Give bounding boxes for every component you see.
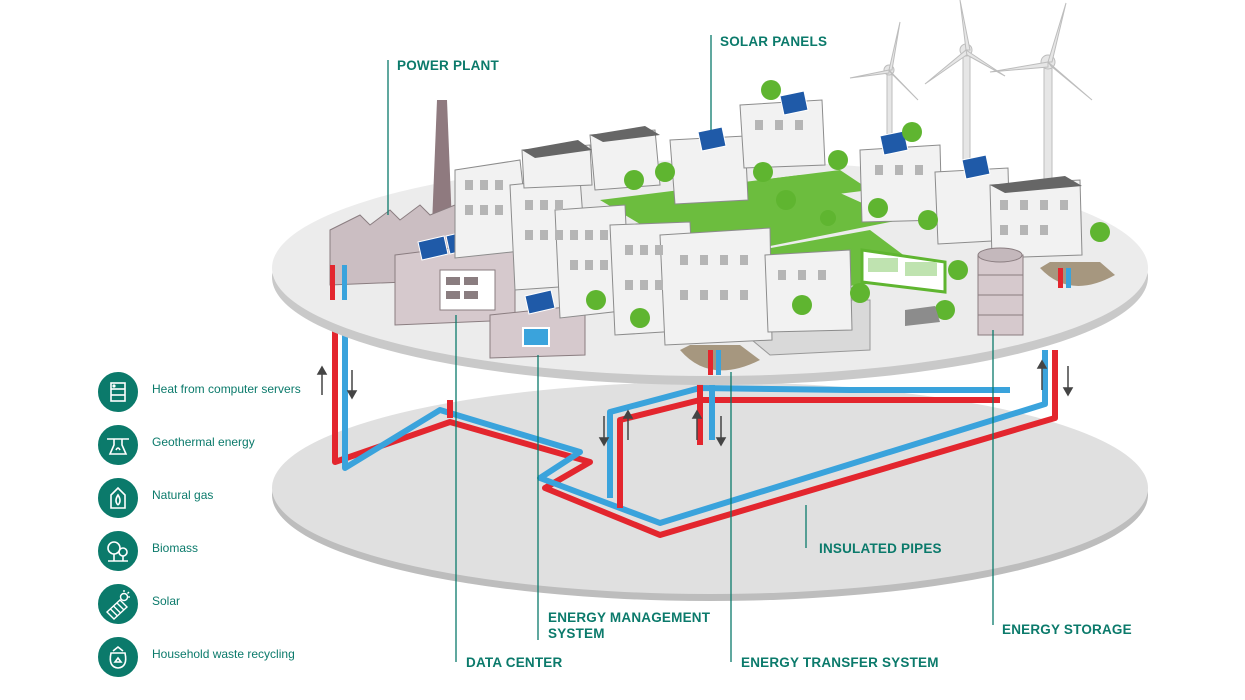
legend-label: Solar bbox=[152, 594, 181, 608]
waste-recycling-icon bbox=[98, 637, 138, 677]
legend-item-waste-recycling: Household waste recycling bbox=[98, 637, 358, 679]
server-heat-icon bbox=[98, 372, 138, 412]
vehicles bbox=[860, 248, 947, 326]
legend-item-server-heat: Heat from computer servers bbox=[98, 372, 358, 414]
legend-item-geothermal: Geothermal energy bbox=[98, 425, 358, 467]
insulated-pipes-callout: INSULATED PIPES bbox=[819, 541, 942, 556]
solar-icon bbox=[98, 584, 138, 624]
legend-item-biomass: Biomass bbox=[98, 531, 358, 573]
energy-storage-callout: ENERGY STORAGE bbox=[1002, 622, 1132, 637]
power-plant bbox=[329, 100, 516, 326]
legend-label: Geothermal energy bbox=[152, 435, 255, 449]
energy-transfer-pits bbox=[330, 262, 1115, 375]
natural-gas-icon bbox=[98, 478, 138, 518]
legend-label: Biomass bbox=[152, 541, 199, 555]
flow-arrows bbox=[316, 359, 1074, 447]
legend-label: Natural gas bbox=[152, 488, 214, 502]
building-windows bbox=[465, 120, 1068, 300]
data-center-callout: DATA CENTER bbox=[466, 655, 563, 670]
callout-leader-lines bbox=[387, 35, 994, 662]
energy-storage-tower bbox=[977, 247, 1024, 336]
biomass-icon bbox=[98, 531, 138, 571]
geothermal-icon bbox=[98, 425, 138, 465]
legend-item-natural-gas: Natural gas bbox=[98, 478, 358, 520]
dark-roofs bbox=[522, 126, 1082, 193]
insulated-pipe-network bbox=[332, 290, 1058, 538]
rooftop-solar-panels bbox=[697, 90, 991, 180]
legend-label: Heat from computer servers bbox=[152, 382, 301, 396]
legend-label: Household waste recycling bbox=[152, 647, 295, 661]
trees bbox=[586, 80, 1110, 328]
legend-item-solar: Solar bbox=[98, 584, 358, 626]
power-plant-callout: POWER PLANT bbox=[397, 58, 499, 73]
energy-management-system-callout: ENERGY MANAGEMENT SYSTEM bbox=[548, 610, 711, 641]
solar-panels-callout: SOLAR PANELS bbox=[720, 34, 828, 49]
energy-transfer-system-callout: ENERGY TRANSFER SYSTEM bbox=[741, 655, 939, 670]
